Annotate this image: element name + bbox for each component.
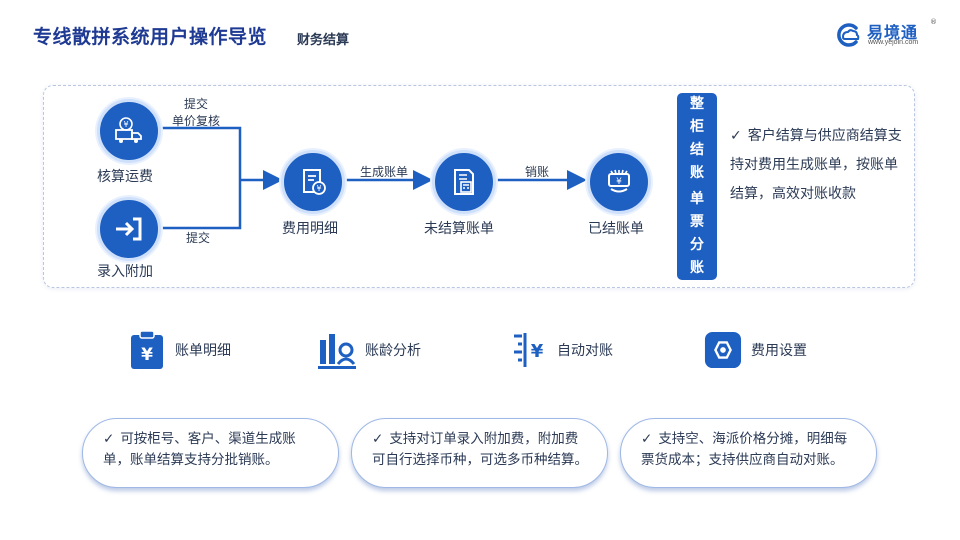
logo-text: 易境通 <box>867 23 919 42</box>
vtab-char: 整 <box>690 96 704 112</box>
edge-label-submit-review: 提交 单价复核 <box>172 96 220 130</box>
check-icon: ✓ <box>730 128 742 144</box>
check-icon: ✓ <box>372 431 384 447</box>
settlement-flow-panel <box>43 85 915 288</box>
freight-truck-icon: ¥ <box>115 117 142 143</box>
card-text: 可按柜号、客户、渠道生成账单，账单结算支持分批销账。 <box>103 431 296 468</box>
fee-detail-node[interactable]: ¥ <box>281 150 345 214</box>
feature-bill-detail[interactable]: ¥ 账单明细 <box>128 330 231 370</box>
freight-calc-node[interactable]: ¥ <box>97 99 161 163</box>
edge-label-generate-bill: 生成账单 <box>360 165 409 179</box>
unsettled-bill-node[interactable] <box>432 150 496 214</box>
aging-analysis-icon <box>318 334 356 369</box>
feature-fee-settings[interactable]: 费用设置 <box>704 330 807 370</box>
vtab-char: 账 <box>690 260 704 276</box>
login-arrow-icon <box>116 217 142 241</box>
settlement-description-text: 客户结算与供应商结算支持对费用生成账单，按账单结算，高效对账收款 <box>730 128 902 202</box>
fee-detail-label: 费用明细 <box>282 221 338 237</box>
freight-calc-label: 核算运费 <box>97 169 153 185</box>
feature-label: 账单明细 <box>175 343 231 359</box>
auto-reconcile-icon: ¥ <box>514 333 544 367</box>
settlement-description: ✓客户结算与供应商结算支持对费用生成账单，按账单结算，高效对账收款 <box>730 122 910 209</box>
vtab-char: 账 <box>690 165 704 181</box>
vtab-char: 结 <box>690 142 704 158</box>
svg-text:¥: ¥ <box>141 345 153 365</box>
fee-settings-icon <box>704 331 742 369</box>
edge-label-submit-review-line2: 单价复核 <box>172 114 221 128</box>
cloud-logo-icon <box>837 23 860 47</box>
settlement-mode-tab[interactable]: 整 柜 结 账 单 票 分 账 <box>677 93 717 280</box>
vtab-char: 票 <box>690 214 704 230</box>
info-card-bill-generation: ✓可按柜号、客户、渠道生成账单，账单结算支持分批销账。 <box>82 418 339 488</box>
svg-text:¥: ¥ <box>123 120 128 129</box>
vtab-char: 柜 <box>690 119 704 135</box>
card-text: 支持空、海派价格分摊，明细每票货成本；支持供应商自动对账。 <box>641 431 848 468</box>
bill-clipboard-icon: ¥ <box>131 330 163 369</box>
edge-label-submit-review-line1: 提交 <box>184 97 209 111</box>
page-title: 专线散拼系统用户操作导览 <box>33 26 268 48</box>
card-text: 支持对订单录入附加费，附加费可自行选择币种，可选多币种结算。 <box>372 431 588 468</box>
cash-hand-icon: ¥ <box>608 169 630 193</box>
vtab-char: 单 <box>690 191 704 207</box>
registered-mark: ® <box>930 18 937 26</box>
check-icon: ✓ <box>641 431 653 447</box>
check-icon: ✓ <box>103 431 115 447</box>
feature-aging-analysis[interactable]: 账龄分析 <box>318 330 421 370</box>
info-card-surcharge: ✓支持对订单录入附加费，附加费可自行选择币种，可选多币种结算。 <box>351 418 608 488</box>
settled-bill-node[interactable]: ¥ <box>587 150 651 214</box>
edge-label-write-off: 销账 <box>525 165 550 179</box>
edge-label-submit: 提交 <box>186 231 211 245</box>
svg-text:¥: ¥ <box>616 177 622 187</box>
unsettled-bill-label: 未结算账单 <box>424 221 494 237</box>
feature-label: 费用设置 <box>751 343 807 359</box>
feature-label: 账龄分析 <box>365 343 421 359</box>
brand-logo: 易境通 ® www.yejoin.com <box>834 18 944 52</box>
surcharge-entry-node[interactable] <box>97 197 161 261</box>
feature-label: 自动对账 <box>557 343 613 359</box>
surcharge-entry-label: 录入附加 <box>97 264 153 280</box>
page-subtitle: 财务结算 <box>297 33 350 48</box>
logo-url: www.yejoin.com <box>868 39 919 46</box>
feature-auto-reconcile[interactable]: ¥ 自动对账 <box>510 330 613 370</box>
calculator-doc-icon <box>454 169 474 195</box>
settled-bill-label: 已结账单 <box>588 221 644 237</box>
svg-text:¥: ¥ <box>531 341 544 362</box>
svg-text:¥: ¥ <box>316 184 321 193</box>
connector-surcharge <box>160 180 242 230</box>
info-card-cost-allocation: ✓支持空、海派价格分摊，明细每票货成本；支持供应商自动对账。 <box>620 418 877 488</box>
receipt-icon: ¥ <box>303 169 326 195</box>
connector-freight <box>160 126 242 180</box>
vtab-char: 分 <box>690 237 704 253</box>
